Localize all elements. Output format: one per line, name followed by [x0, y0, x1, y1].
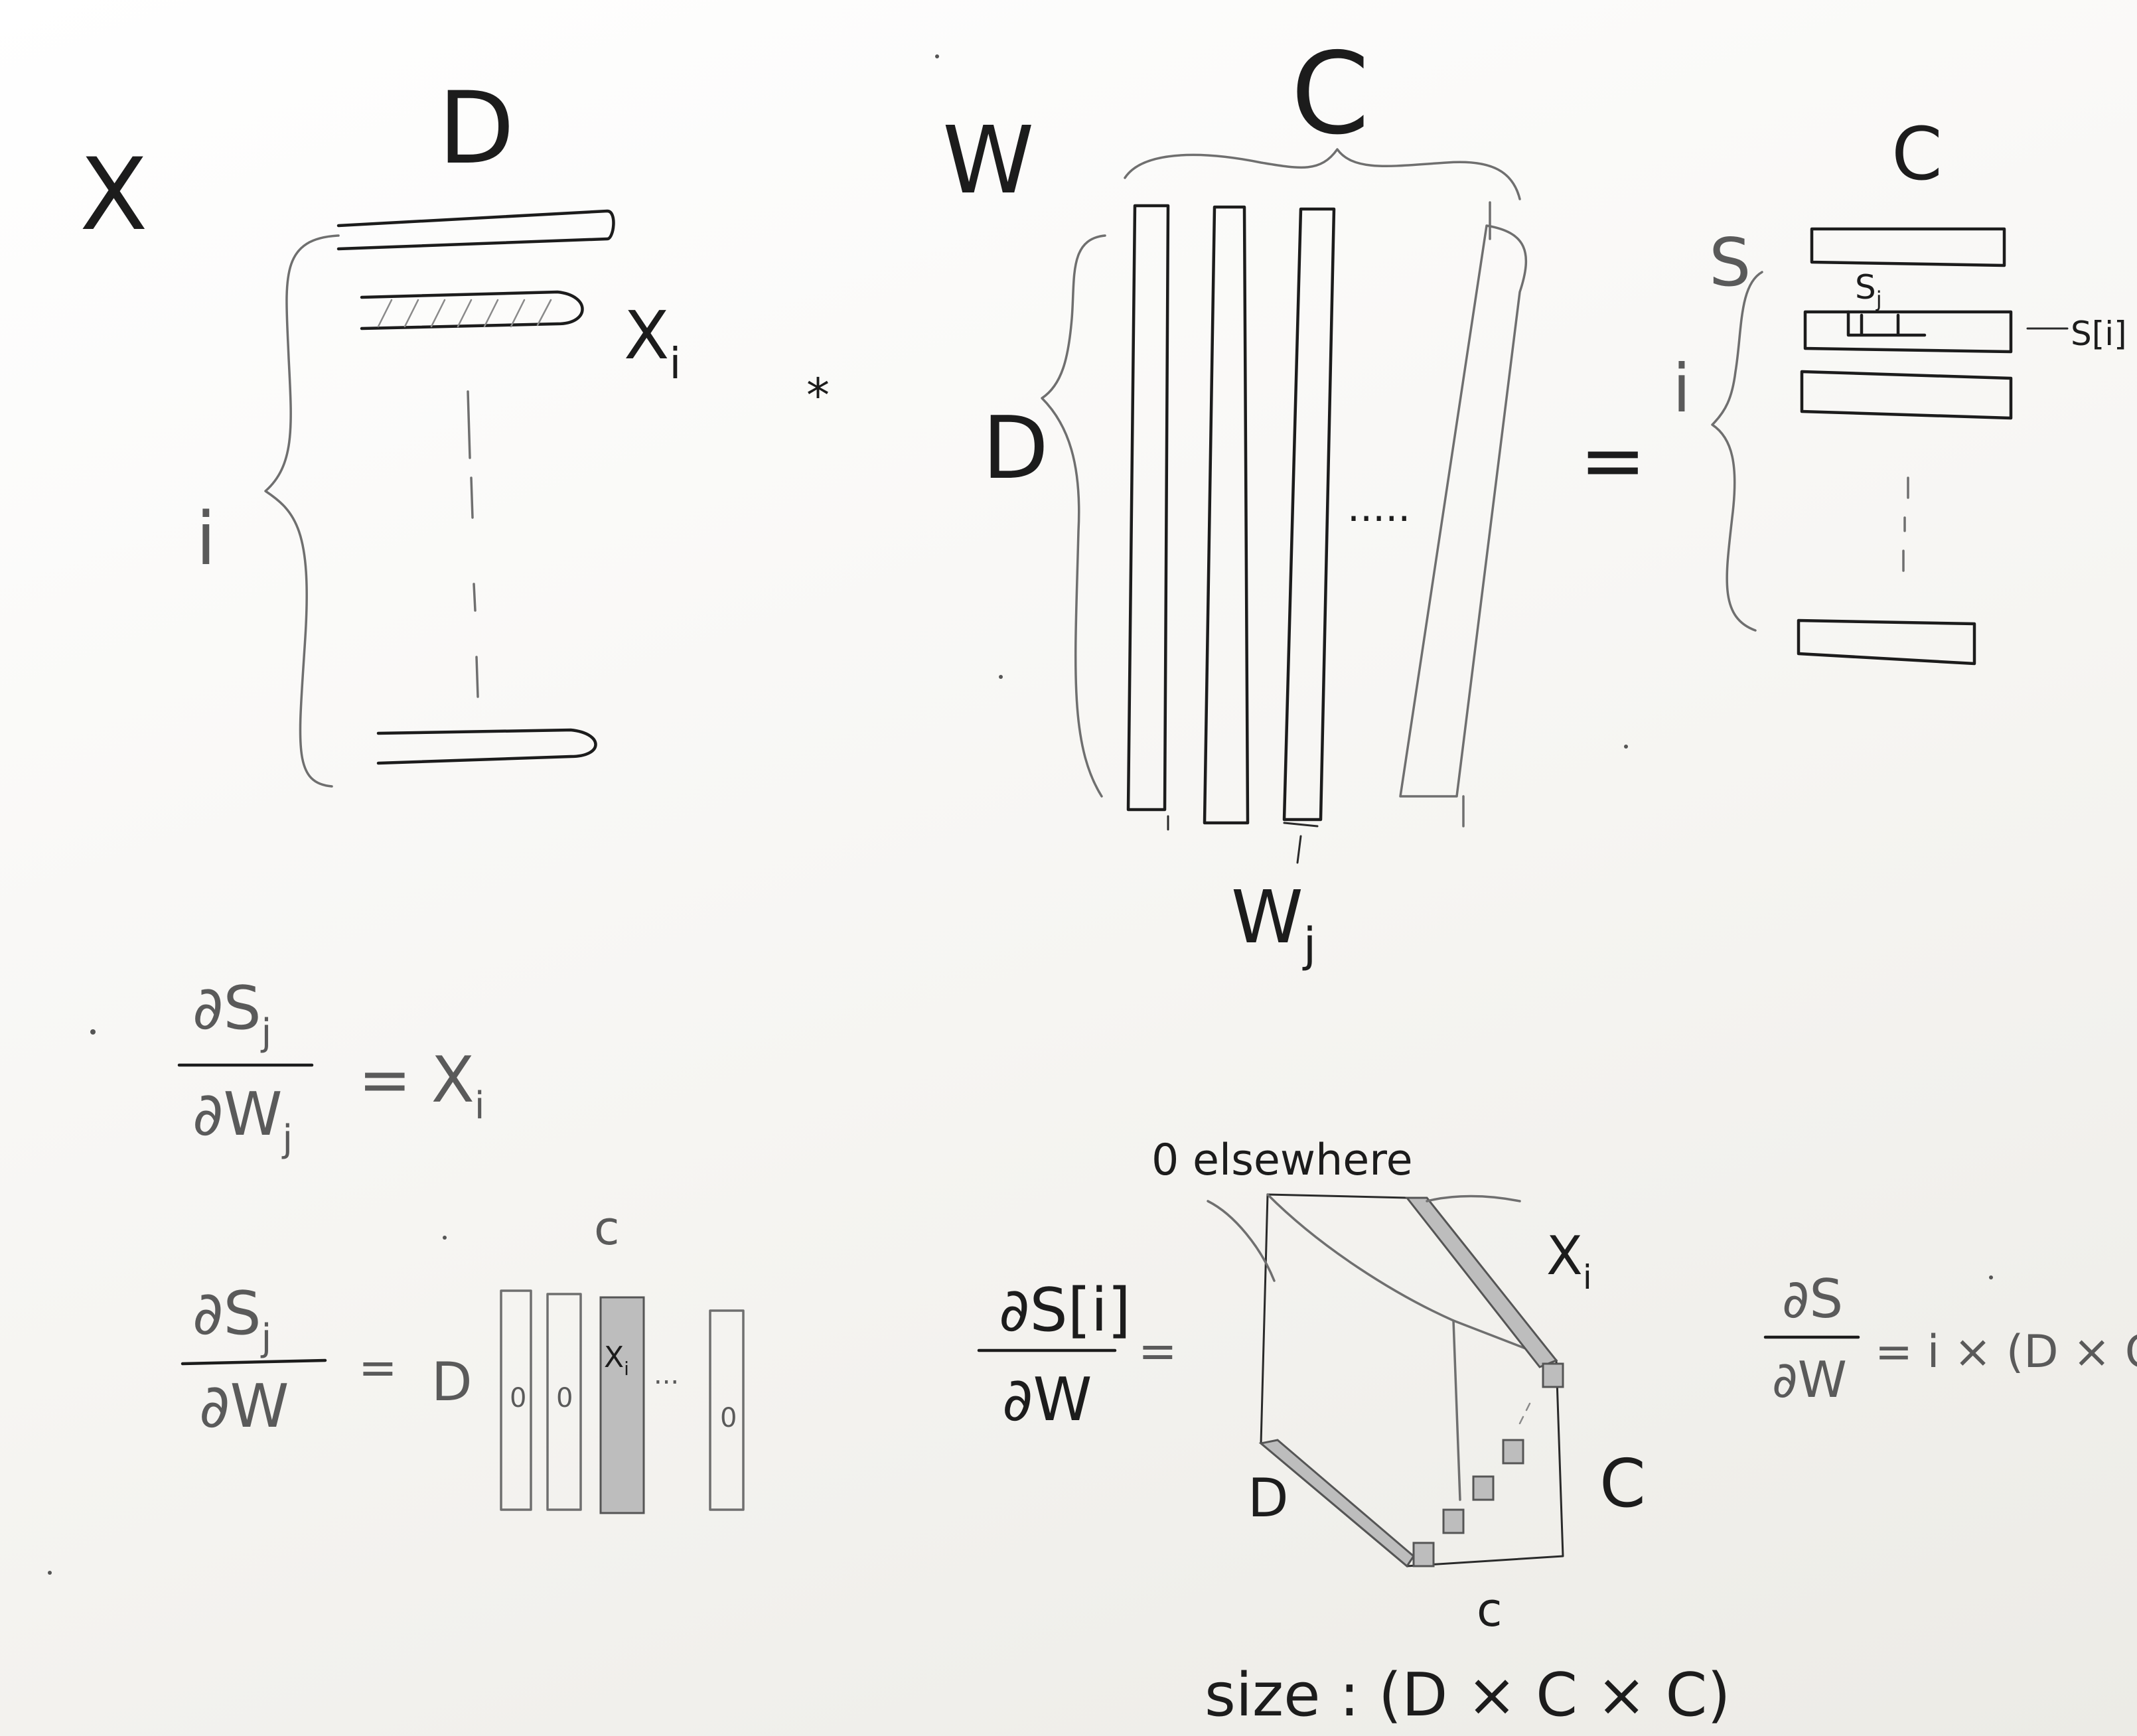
- eq2-col-1-zero: 0: [510, 1383, 526, 1413]
- x-rows-brace: [265, 236, 338, 786]
- eq3: ∂S[i] ∂W = 0 elsewhere Xi D C c size : (…: [979, 1135, 1731, 1730]
- w-col-last: [1400, 226, 1526, 796]
- eq1-denominator: ∂Wj: [192, 1080, 293, 1161]
- s-row-1: [1812, 229, 2004, 265]
- eq2-dim-d: D: [431, 1351, 473, 1413]
- eq2-col-xi: [601, 1297, 644, 1513]
- eq3-diag-block-3: [1473, 1477, 1493, 1500]
- eq2-denominator: ∂W: [199, 1372, 289, 1441]
- eq1-numerator: ∂Sj: [192, 974, 271, 1054]
- s-rows-brace: [1712, 272, 1762, 630]
- label-x-row: Xi: [624, 297, 681, 389]
- eq3-denominator: ∂W: [1002, 1365, 1092, 1435]
- label-w-height: D: [982, 398, 1049, 498]
- label-w-dots: .....: [1347, 484, 1410, 531]
- eq3-block-top-shade: [1407, 1198, 1556, 1367]
- eq3-block-outline: [1261, 1194, 1563, 1566]
- eq3-numerator: ∂S[i]: [999, 1275, 1131, 1345]
- eq2-col-last-zero: 0: [720, 1403, 737, 1433]
- eq2-dots: ...: [654, 1360, 679, 1390]
- eq2-numerator: ∂Sj: [192, 1279, 271, 1360]
- eq3-diag-block-4: [1443, 1510, 1463, 1533]
- eq2-fraction-bar: [183, 1360, 325, 1364]
- eq3-diag-dots: [1520, 1404, 1530, 1423]
- eq3-note: 0 elsewhere: [1151, 1135, 1413, 1185]
- eq1-rhs: = Xi: [358, 1044, 484, 1127]
- eq3-block-inner-edge: [1453, 1321, 1460, 1500]
- w-col-2: [1205, 207, 1248, 823]
- eq3-diag-block-1: [1543, 1364, 1563, 1387]
- eq3-dim-d: D: [1248, 1467, 1289, 1529]
- eq3-xi-pointer: [1427, 1196, 1520, 1202]
- x-row-bottom: [378, 730, 596, 763]
- w-col-j: [1284, 209, 1334, 820]
- eq2-dim-c: c: [594, 1201, 620, 1256]
- w-col-1: [1128, 206, 1168, 810]
- paper-specks: [48, 54, 1993, 1575]
- s-elem-box: [1848, 312, 1925, 335]
- eq3-diag-block-5: [1414, 1543, 1434, 1566]
- x-row-i-hatch: [378, 300, 551, 326]
- s-row-bottom: [1799, 620, 1974, 664]
- label-w-width: C: [1291, 29, 1370, 160]
- label-s-matrix: S: [1709, 224, 1751, 301]
- label-x-matrix: X: [80, 137, 148, 253]
- eq4-rhs: = i × (D × C × C): [1875, 1326, 2137, 1378]
- label-s-width: C: [1891, 111, 1943, 196]
- label-times: *: [806, 368, 830, 423]
- eq3-xi: Xi: [1546, 1225, 1592, 1297]
- eq3-diag-block-2: [1503, 1440, 1523, 1463]
- eq4-denominator: ∂W: [1772, 1350, 1847, 1409]
- eq2-col-2-zero: 0: [556, 1383, 573, 1413]
- x-rows-dots: [468, 392, 478, 697]
- eq2-equals: =: [358, 1340, 398, 1395]
- label-s-rows: i: [1672, 350, 1691, 427]
- label-w-col: Wj: [1231, 875, 1316, 972]
- eq3-block-top-edge: [1268, 1194, 1556, 1360]
- x-row-i: [362, 292, 583, 328]
- s-row-3: [1802, 372, 2011, 418]
- label-s-row: S[i]: [2071, 315, 2127, 353]
- eq3-dim-c-bottom: c: [1477, 1583, 1503, 1637]
- eq1: ∂Sj ∂Wj = Xi: [179, 974, 484, 1161]
- eq3-size: size : (D × C × C): [1205, 1660, 1731, 1730]
- label-x-rows: i: [196, 496, 216, 581]
- eq3-note-pointer: [1208, 1201, 1274, 1281]
- w-matrix: W C D ..... Wj: [942, 29, 1526, 972]
- eq2: ∂Sj ∂W = D c 0 0 Xi ... 0: [183, 1201, 743, 1513]
- label-x-width: D: [438, 71, 515, 186]
- x-row-top: [338, 211, 613, 249]
- s-matrix: C S i Sj S[i]: [1672, 111, 2127, 664]
- w-rows-brace: [1042, 236, 1105, 796]
- s-row-i: [1805, 312, 2011, 352]
- x-matrix: X D i Xi: [80, 71, 681, 786]
- label-s-elem: Sj: [1855, 268, 1882, 312]
- eq4: ∂S ∂W = i × (D × C × C): [1765, 1268, 2137, 1409]
- eq3-equals: =: [1138, 1324, 1177, 1378]
- label-equals: =: [1580, 415, 1647, 507]
- eq3-dim-c-right: C: [1599, 1445, 1646, 1522]
- s-rows-dots: [1903, 478, 1908, 571]
- label-w-matrix: W: [942, 107, 1034, 215]
- eq4-numerator: ∂S: [1782, 1268, 1843, 1330]
